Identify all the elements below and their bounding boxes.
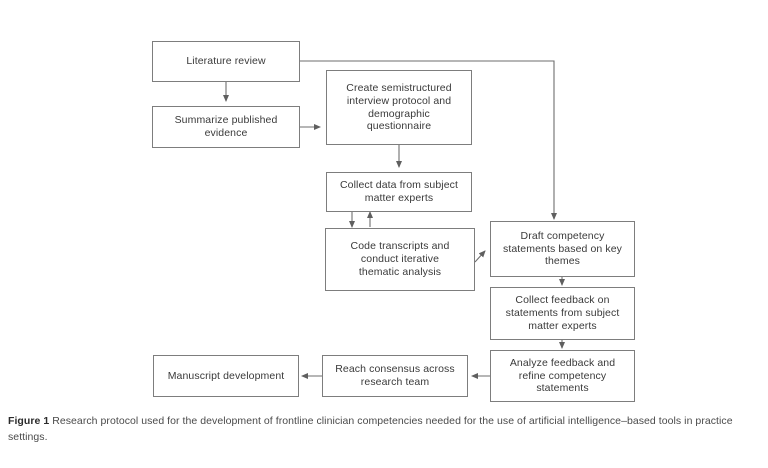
node-analyze-feedback[interactable]: Analyze feedback and refine competency s… bbox=[490, 350, 635, 402]
figure-caption-label: Figure 1 bbox=[8, 415, 50, 427]
node-label: Summarize published evidence bbox=[174, 114, 278, 139]
node-label: Literature review bbox=[186, 55, 266, 68]
node-collect-feedback[interactable]: Collect feedback on statements from subj… bbox=[490, 287, 635, 340]
node-label: Manuscript development bbox=[167, 369, 285, 382]
connector-code-to-draft bbox=[474, 250, 486, 263]
node-reach-consensus[interactable]: Reach consensus across research team bbox=[322, 355, 468, 397]
figure-caption: Figure 1 Research protocol used for the … bbox=[8, 414, 760, 446]
node-code-transcripts[interactable]: Code transcripts and conduct iterative t… bbox=[325, 228, 475, 291]
connector-layer bbox=[223, 60, 565, 379]
node-label: Analyze feedback and refine competency s… bbox=[509, 356, 616, 395]
node-literature-review[interactable]: Literature review bbox=[152, 41, 300, 82]
node-label: Reach consensus across research team bbox=[335, 363, 455, 388]
node-label: Code transcripts and conduct iterative t… bbox=[350, 240, 450, 278]
node-collect-data[interactable]: Collect data from subject matter experts bbox=[326, 172, 472, 212]
node-draft-competency[interactable]: Draft competency statements based on key… bbox=[490, 221, 635, 277]
connector-literature-to-draft bbox=[300, 60, 557, 220]
node-manuscript-development[interactable]: Manuscript development bbox=[153, 355, 299, 397]
node-summarize-evidence[interactable]: Summarize published evidence bbox=[152, 106, 300, 148]
node-label: Draft competency statements based on key… bbox=[502, 229, 623, 268]
flowchart-diagram: Literature review Summarize published ev… bbox=[152, 41, 635, 402]
node-create-protocol[interactable]: Create semistructured interview protocol… bbox=[326, 70, 472, 145]
node-label: Collect data from subject matter experts bbox=[339, 179, 459, 204]
node-label: Collect feedback on statements from subj… bbox=[505, 294, 620, 332]
figure-caption-text: Research protocol used for the developme… bbox=[8, 415, 733, 443]
node-label: Create semistructured interview protocol… bbox=[346, 81, 452, 133]
